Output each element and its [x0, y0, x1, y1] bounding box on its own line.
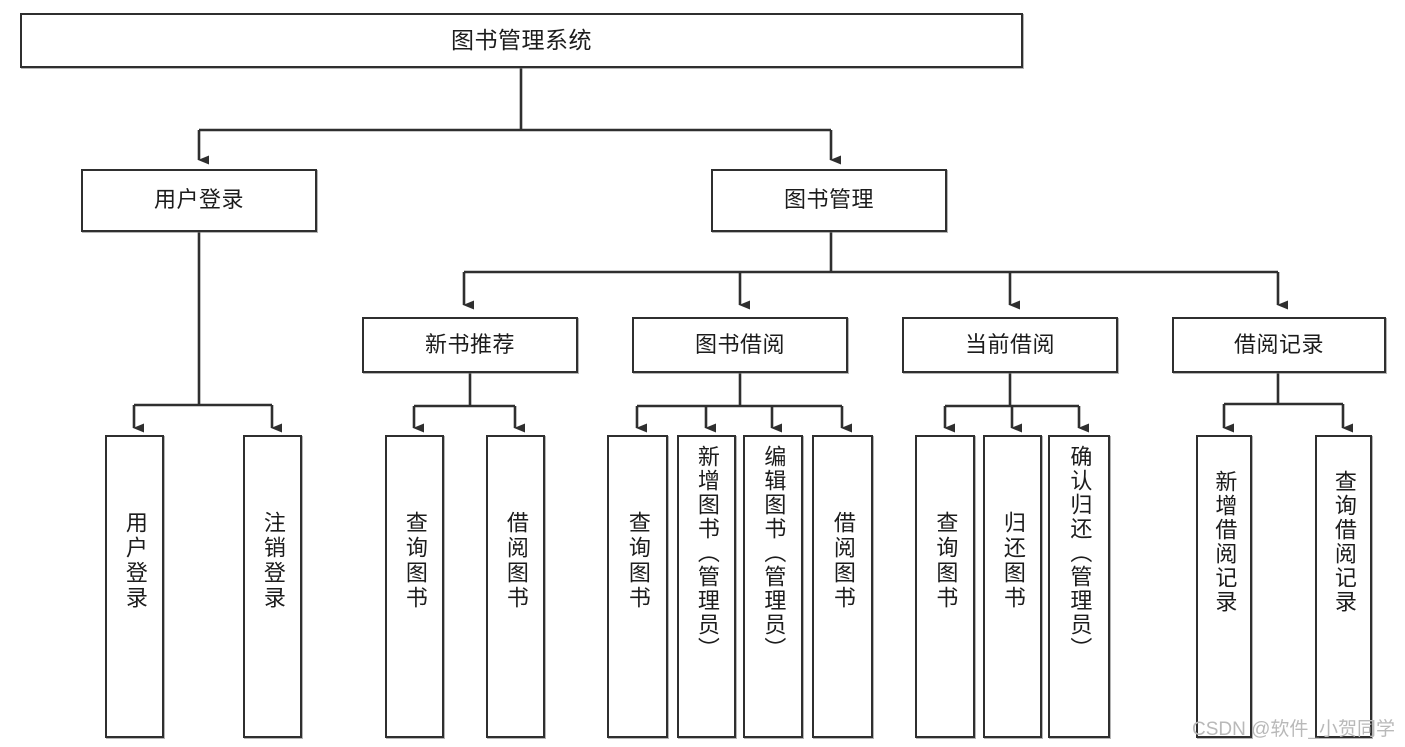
- leaf-currentborrow-confirm-return-admin[interactable]: 确认归还（管理员）: [1048, 435, 1110, 738]
- node-label: 新书推荐: [424, 331, 515, 357]
- node-label: 归还图书: [1000, 511, 1026, 611]
- csdn-watermark: CSDN @软件_小贺同学: [1192, 719, 1395, 740]
- node-label: 借阅记录: [1233, 331, 1324, 357]
- leaf-logout[interactable]: 注销登录: [243, 435, 302, 738]
- node-label: 用户登录: [122, 511, 148, 611]
- node-label: 查询图书: [933, 511, 959, 611]
- node-label: 借阅图书: [830, 511, 856, 611]
- node-label: 借阅图书: [503, 511, 529, 611]
- leaf-bookborrow-query-books[interactable]: 查询图书: [607, 435, 668, 738]
- node-label: 图书借阅: [694, 331, 785, 357]
- node-book-management[interactable]: 图书管理: [711, 169, 947, 232]
- node-borrowing-records[interactable]: 借阅记录: [1172, 317, 1386, 373]
- node-user-login[interactable]: 用户登录: [81, 169, 317, 232]
- leaf-newbook-query-books[interactable]: 查询图书: [385, 435, 444, 738]
- node-label: 查询图书: [625, 511, 651, 611]
- node-label: 新增借阅记录: [1212, 470, 1238, 614]
- leaf-user-login[interactable]: 用户登录: [105, 435, 164, 738]
- node-label: 确认归还（管理员）: [1067, 445, 1093, 661]
- leaf-currentborrow-return-books[interactable]: 归还图书: [983, 435, 1042, 738]
- node-label: 注销登录: [260, 511, 286, 611]
- leaf-bookborrow-add-book-admin[interactable]: 新增图书（管理员）: [677, 435, 736, 738]
- node-label: 图书管理系统: [451, 26, 592, 53]
- node-book-borrowing[interactable]: 图书借阅: [632, 317, 848, 373]
- node-label: 查询图书: [402, 511, 428, 611]
- leaf-currentborrow-query-books[interactable]: 查询图书: [915, 435, 975, 738]
- leaf-bookborrow-borrow-books[interactable]: 借阅图书: [812, 435, 873, 738]
- node-new-book-recommendation[interactable]: 新书推荐: [362, 317, 578, 373]
- leaf-bookborrow-edit-book-admin[interactable]: 编辑图书（管理员）: [743, 435, 803, 738]
- leaf-borrowrecords-query-record[interactable]: 查询借阅记录: [1315, 435, 1372, 738]
- node-root-book-management-system[interactable]: 图书管理系统: [20, 13, 1023, 68]
- node-label: 新增图书（管理员）: [694, 445, 720, 661]
- node-label: 编辑图书（管理员）: [761, 445, 787, 661]
- node-label: 当前借阅: [964, 331, 1055, 357]
- leaf-borrowrecords-add-record[interactable]: 新增借阅记录: [1196, 435, 1252, 738]
- node-label: 用户登录: [153, 187, 244, 213]
- node-label: 图书管理: [783, 187, 874, 213]
- node-label: 查询借阅记录: [1331, 470, 1357, 614]
- leaf-newbook-borrow-books[interactable]: 借阅图书: [486, 435, 545, 738]
- node-current-borrowing[interactable]: 当前借阅: [902, 317, 1118, 373]
